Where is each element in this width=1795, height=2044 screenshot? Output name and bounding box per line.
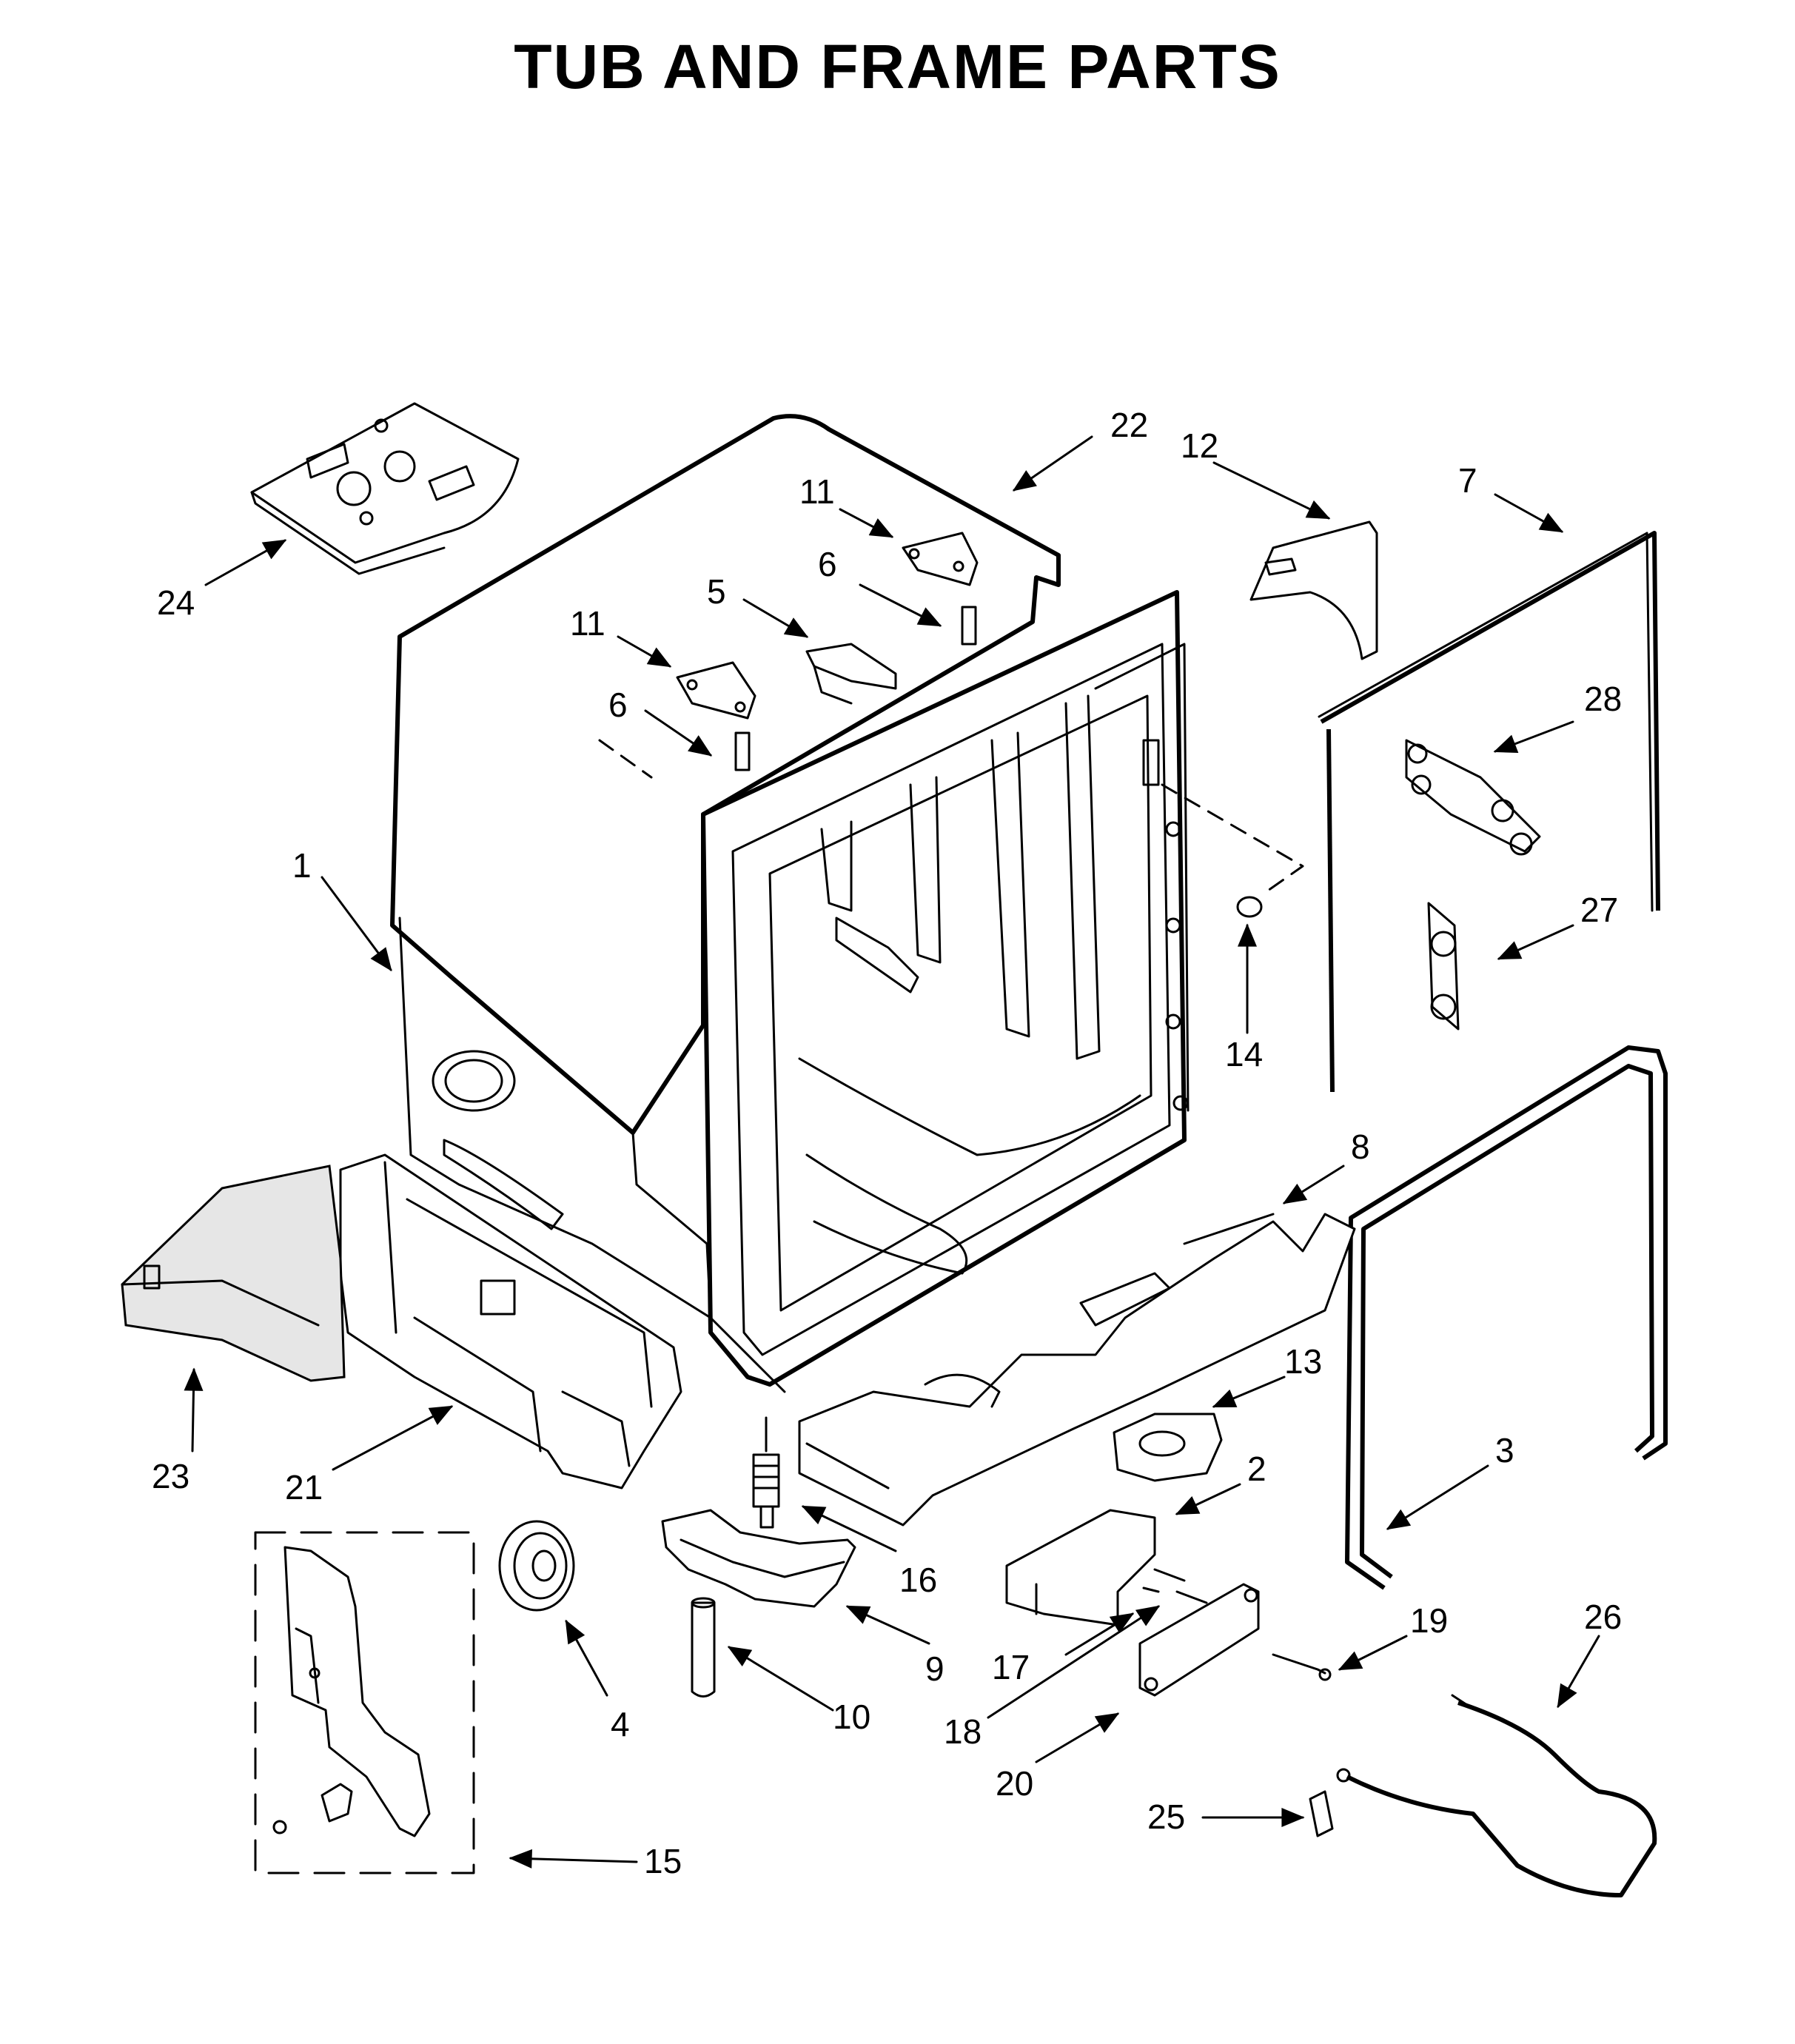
tub-assembly [390,414,1304,1393]
rear-support-bracket [661,1509,856,1608]
callout-6b: 6 [608,686,628,724]
leader-10 [727,1646,834,1712]
leader-4 [565,1619,608,1697]
leader-13 [1212,1375,1286,1408]
leader-3 [1386,1464,1489,1530]
callout-18: 18 [944,1712,982,1751]
leader-12 [1212,461,1331,520]
plug-part [1236,896,1263,918]
leveling-leg [752,1416,780,1529]
leader-15 [509,1849,638,1869]
leader-11a [839,508,894,538]
callout-8: 8 [1351,1127,1370,1166]
callout-16: 16 [899,1561,937,1599]
callout-1: 1 [292,846,312,885]
callout-15: 15 [644,1842,682,1880]
base-frame [798,1213,1356,1527]
leader-6a [859,583,942,627]
vent-assembly-group [254,1531,475,1874]
toe-panel-insulation [121,1165,346,1382]
callout-14: 14 [1225,1035,1263,1073]
leader-24 [204,539,287,586]
side-support-bracket [1249,520,1378,660]
door-hinge-cams [1405,739,1541,1031]
tub-mounting-brackets [676,532,979,771]
leader-2 [1175,1483,1241,1515]
callout-7: 7 [1458,461,1477,500]
callout-13: 13 [1284,1342,1322,1381]
callout-12: 12 [1181,426,1218,465]
leader-22 [1012,435,1093,492]
callout-27: 27 [1580,891,1618,929]
leader-28 [1493,720,1574,753]
callout-19: 19 [1410,1601,1448,1640]
callout-9: 9 [925,1649,945,1688]
leader-7 [1494,493,1564,533]
leader-23 [184,1367,204,1452]
page-title: TUB AND FRAME PARTS [514,32,1281,101]
wire-harness [1309,1694,1657,1897]
leader-8 [1282,1165,1345,1204]
float-assembly [1113,1413,1223,1482]
leader-21 [332,1405,454,1471]
leader-1 [321,876,392,972]
callout-6a: 6 [818,545,837,583]
callout-17: 17 [992,1648,1030,1686]
door-gasket-side [1318,531,1660,1093]
leader-27 [1497,924,1574,960]
callout-23: 23 [152,1457,189,1495]
leader-17 [1064,1612,1135,1656]
leader-16 [801,1505,897,1552]
callout-25: 25 [1147,1797,1185,1836]
grommet-disc [498,1520,575,1612]
callout-5: 5 [707,572,726,611]
callout-20: 20 [996,1764,1033,1803]
callout-22: 22 [1110,406,1148,444]
leader-arrows [184,435,1600,1869]
leader-11b [617,635,672,668]
leader-20 [1035,1712,1120,1763]
callout-11b: 11 [570,604,605,643]
leader-26 [1557,1635,1600,1709]
leader-18 [987,1605,1161,1719]
callout-labels: 22 12 7 11 6 5 11 6 24 1 28 27 14 8 13 2… [152,406,1622,1880]
callout-28: 28 [1584,680,1622,718]
callout-2: 2 [1247,1450,1266,1488]
callout-21: 21 [285,1468,323,1507]
leader-19 [1338,1635,1408,1671]
callout-11a: 11 [799,472,835,511]
callout-4: 4 [611,1705,630,1743]
callout-26: 26 [1584,1598,1622,1636]
callout-10: 10 [833,1698,870,1736]
front-base-panel [339,1153,682,1490]
callout-24: 24 [157,583,195,622]
leader-9 [845,1605,930,1645]
callout-3: 3 [1495,1431,1514,1470]
installation-kit-bag [250,402,520,575]
leader-6b [644,709,713,757]
switch-housing-assembly [1005,1509,1332,1697]
drain-hose-tube [691,1597,716,1698]
leader-5 [742,598,809,638]
tub-gasket [1345,1045,1668,1590]
